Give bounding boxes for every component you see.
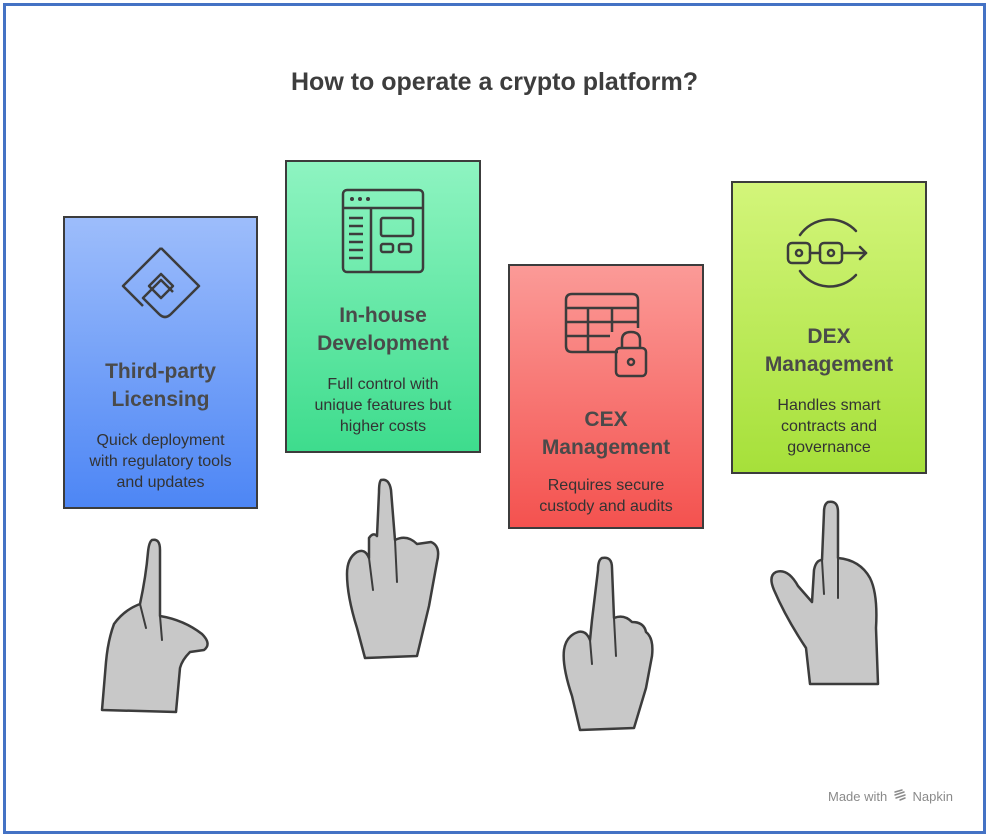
napkin-logo-icon: [894, 789, 906, 801]
card-description: Quick deployment with regulatory tools a…: [89, 432, 232, 491]
made-with-label: Made with: [828, 789, 888, 804]
pointing-hand-icon: [770, 500, 880, 686]
card-heading: CEX Management: [541, 408, 671, 459]
card-in-house-development: In-house Development Full control with u…: [285, 160, 481, 453]
pointing-hand-icon: [562, 556, 654, 732]
made-with-napkin-footer: Made with Napkin: [828, 789, 953, 804]
card-description: Handles smart contracts and governance: [777, 397, 881, 456]
diagram-title: How to operate a crypto platform?: [291, 68, 698, 96]
card-cex-management: CEX Management Requires secure custody a…: [508, 264, 704, 529]
card-description: Full control with unique features but hi…: [314, 376, 452, 435]
table-lock-icon: [564, 292, 648, 378]
napkin-brand-label: Napkin: [912, 789, 953, 804]
diamond-logo-icon: [121, 247, 200, 319]
card-dex-management: DEX Management Handles smart contracts a…: [731, 181, 927, 474]
pointing-hand-icon: [345, 478, 440, 660]
card-heading: DEX Management: [764, 325, 894, 376]
card-third-party-licensing: Third-party Licensing Quick deployment w…: [63, 216, 258, 509]
card-heading: In-house Development: [317, 304, 449, 355]
app-window-icon: [341, 188, 425, 274]
card-description: Requires secure custody and audits: [539, 477, 673, 515]
linked-nodes-icon: [786, 218, 868, 288]
card-heading: Third-party Licensing: [105, 360, 216, 411]
pointing-hand-icon: [100, 538, 209, 714]
